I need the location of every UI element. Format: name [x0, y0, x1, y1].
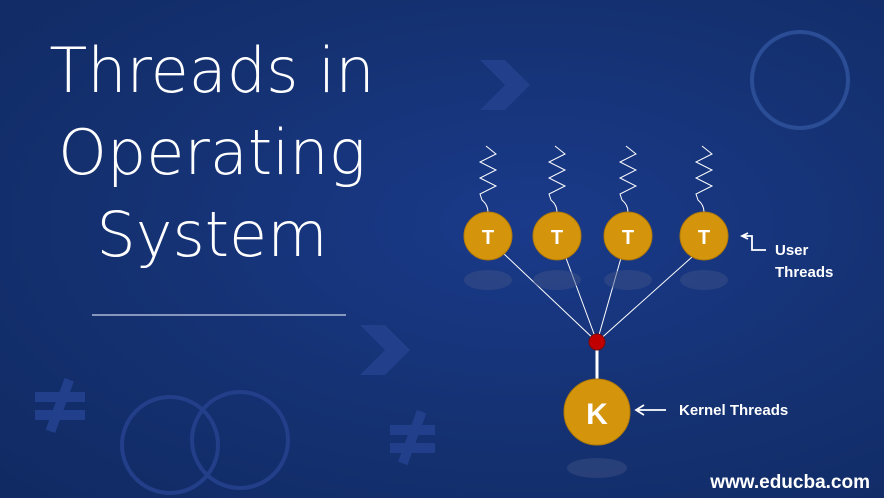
connector-lines	[501, 251, 693, 343]
thread-reflection	[604, 270, 652, 290]
squiggle-lines	[478, 145, 714, 213]
squiggle-line	[618, 145, 638, 213]
user-thread-node	[463, 211, 513, 261]
decor-not-equal-icon	[390, 409, 435, 466]
user-thread-label: T	[482, 227, 494, 249]
thread-reflection	[533, 270, 581, 290]
title-line: Threads in	[49, 34, 375, 107]
thread-reflection	[680, 270, 728, 290]
user-threads-caption: User Threads	[775, 240, 833, 284]
title-line: Operating	[58, 116, 366, 189]
squiggle-line	[694, 145, 714, 213]
user-threads-arrow-icon	[739, 232, 766, 251]
decor-circle	[190, 390, 290, 490]
page-title: Threads in Operating System	[12, 30, 412, 276]
caption-line: Threads	[775, 264, 834, 281]
watermark: www.educba.com	[710, 472, 870, 493]
user-thread-node	[532, 211, 582, 261]
decor-chevron-icon	[480, 60, 530, 110]
kernel-threads-arrow-icon	[634, 404, 666, 416]
squiggle-line	[547, 145, 567, 213]
decor-chevron-icon	[360, 325, 410, 375]
user-thread-node	[679, 211, 729, 261]
title-line: System	[96, 198, 328, 271]
user-thread-label: T	[551, 227, 563, 249]
decor-not-equal-icon	[35, 377, 85, 434]
kernel-reflection	[567, 458, 627, 478]
kernel-threads-caption: Kernel Threads	[679, 402, 789, 419]
kernel-thread-node	[563, 378, 631, 446]
squiggle-line	[478, 145, 498, 213]
decor-circle	[120, 395, 220, 495]
thread-reflection	[464, 270, 512, 290]
user-thread-node	[603, 211, 653, 261]
kernel-thread-label: K	[586, 398, 608, 431]
user-thread-label: T	[698, 227, 710, 249]
junction-dot	[588, 333, 606, 351]
user-thread-label: T	[622, 227, 634, 249]
decor-circle	[750, 30, 850, 130]
caption-line: User	[775, 242, 809, 259]
